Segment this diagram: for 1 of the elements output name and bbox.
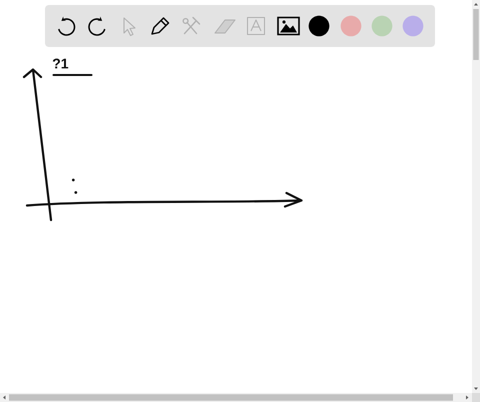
handwritten-note: ?1 (52, 58, 68, 68)
